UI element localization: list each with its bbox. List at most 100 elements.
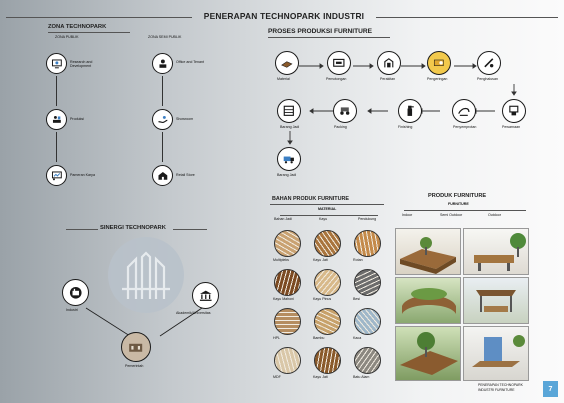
step-cutting-icon bbox=[327, 51, 351, 75]
proses-step-9: Barang Jadi bbox=[280, 125, 300, 129]
industry-icon bbox=[62, 279, 89, 306]
bahan-underline bbox=[270, 204, 384, 205]
bahan-col-1: Kayu bbox=[319, 217, 328, 221]
proses-step-4: Penghalusan bbox=[477, 77, 498, 81]
zona-col1-item-2: Pameran Karya bbox=[70, 173, 95, 177]
material-label: Besi bbox=[353, 297, 360, 301]
proses-step-3: Pengeringan bbox=[427, 77, 448, 81]
store-icon bbox=[152, 165, 173, 186]
furniture-photo-4 bbox=[463, 277, 529, 324]
zona-col2-title: ZONA SEMI PUBLIK bbox=[148, 35, 182, 39]
zona-arrow-2 bbox=[56, 132, 57, 162]
furniture-photo-3 bbox=[395, 277, 461, 324]
sinergi-node-0: Industri bbox=[66, 308, 78, 312]
zona-col2-item-1: Showroom bbox=[176, 117, 194, 121]
title-rule-left bbox=[6, 17, 192, 18]
zona-underline bbox=[48, 32, 130, 33]
proses-step-7: Finishing bbox=[398, 125, 413, 129]
step-sanding-icon bbox=[477, 51, 501, 75]
material-thumb bbox=[274, 308, 301, 335]
zona-col2-item-2: Retail Store bbox=[176, 173, 195, 177]
page-number: 7 bbox=[543, 381, 558, 397]
bahan-title: BAHAN PRODUK FURNITURE bbox=[272, 196, 349, 202]
material-thumb bbox=[274, 269, 301, 296]
proses-step-6: Penyemprotan bbox=[453, 125, 477, 129]
material-thumb bbox=[274, 230, 301, 257]
material-label: Batu Alam bbox=[353, 375, 370, 379]
proses-underline bbox=[268, 37, 390, 38]
zona-col2-item-0: Office and Tenant bbox=[176, 60, 205, 64]
page-title: PENERAPAN TECHNOPARK INDUSTRI bbox=[203, 11, 365, 21]
material-label: Kayu Jati bbox=[313, 258, 328, 262]
furniture-cat-0: Indoor bbox=[402, 213, 413, 217]
showroom-icon bbox=[152, 109, 173, 130]
university-icon bbox=[192, 282, 219, 309]
furniture-photo-5 bbox=[395, 326, 461, 381]
bahan-col-2: Pendukung bbox=[358, 217, 377, 221]
title-rule-right bbox=[376, 17, 558, 18]
sinergi-node-2: Pemerintah bbox=[125, 364, 144, 368]
bahan-col-0: Bahan Jadi bbox=[274, 217, 292, 221]
step-coloring-icon bbox=[502, 99, 526, 123]
sinergi-rule-left bbox=[66, 229, 98, 230]
step-packing-icon bbox=[333, 99, 357, 123]
sinergi-rule-right bbox=[173, 229, 207, 230]
sinergi-title: SINERGI TECHNOPARK bbox=[100, 225, 166, 231]
furniture-photo-6 bbox=[463, 326, 529, 381]
office-icon bbox=[152, 53, 173, 74]
step-drying-icon bbox=[427, 51, 451, 75]
material-thumb bbox=[354, 308, 381, 335]
furniture-cat-2: Outdoor bbox=[488, 213, 501, 217]
material-label: Kayu Pinus bbox=[313, 297, 332, 301]
government-icon bbox=[121, 332, 151, 362]
proses-step-0: Material bbox=[277, 77, 290, 81]
material-thumb bbox=[314, 230, 341, 257]
zona-col1-title: ZONA PUBLIK bbox=[55, 35, 79, 39]
material-thumb bbox=[354, 269, 381, 296]
step-finishing-icon bbox=[398, 99, 422, 123]
furniture-photo-1 bbox=[395, 228, 461, 275]
footer-caption-2: INDUSTRI FURNITURE bbox=[478, 388, 515, 392]
research-icon bbox=[46, 53, 67, 74]
material-label: Multipleks bbox=[273, 258, 289, 262]
finished-goods-label: Barang Jadi bbox=[277, 173, 297, 177]
bahan-branch-rule bbox=[280, 215, 378, 216]
zona-col1-item-0: Research and Development bbox=[70, 60, 93, 68]
furniture-subtitle: FURNITURE bbox=[448, 202, 469, 206]
zona-arrow-1 bbox=[56, 76, 57, 106]
material-thumb bbox=[314, 308, 341, 335]
sinergi-arrows bbox=[85, 307, 203, 337]
footer-caption-1: PENERAPAN TECHNOPARK bbox=[478, 383, 523, 387]
material-thumb bbox=[354, 347, 381, 374]
step-assembly-icon bbox=[377, 51, 401, 75]
furniture-title: PRODUK FURNITURE bbox=[428, 193, 487, 199]
material-label: Kaca bbox=[353, 336, 362, 340]
step-material-icon bbox=[275, 51, 299, 75]
material-label: Rotan bbox=[353, 258, 363, 262]
proses-step-2: Perakitan bbox=[380, 77, 396, 81]
exhibition-icon bbox=[46, 165, 67, 186]
zona-arrow-3 bbox=[162, 76, 163, 106]
material-label: Kayu Mahoni bbox=[273, 297, 294, 301]
step-spraying-icon bbox=[452, 99, 476, 123]
bahan-subtitle: MATERIAL bbox=[318, 207, 337, 211]
zona-arrow-4 bbox=[162, 132, 163, 162]
material-thumb bbox=[274, 347, 301, 374]
production-icon bbox=[46, 109, 67, 130]
proses-step-8: Packing bbox=[334, 125, 347, 129]
zona-col1-item-1: Produksi bbox=[70, 117, 84, 121]
proses-step-5: Pewarnaan bbox=[502, 125, 521, 129]
sinergi-logo bbox=[108, 237, 184, 313]
furniture-photo-2 bbox=[463, 228, 529, 275]
proses-step-1: Pemotongan bbox=[326, 77, 347, 81]
furniture-cat-1: Semi Outdoor bbox=[440, 213, 463, 217]
proses-title: PROSES PRODUKSI FURNITURE bbox=[268, 28, 373, 35]
finished-goods-icon bbox=[277, 147, 301, 171]
material-label: Bambu bbox=[313, 336, 325, 340]
material-label: HPL bbox=[273, 336, 280, 340]
material-label: Kayu Jati bbox=[313, 375, 328, 379]
material-thumb bbox=[314, 347, 341, 374]
material-thumb bbox=[314, 269, 341, 296]
sinergi-node-1: Akademik/Universitas bbox=[176, 311, 211, 315]
